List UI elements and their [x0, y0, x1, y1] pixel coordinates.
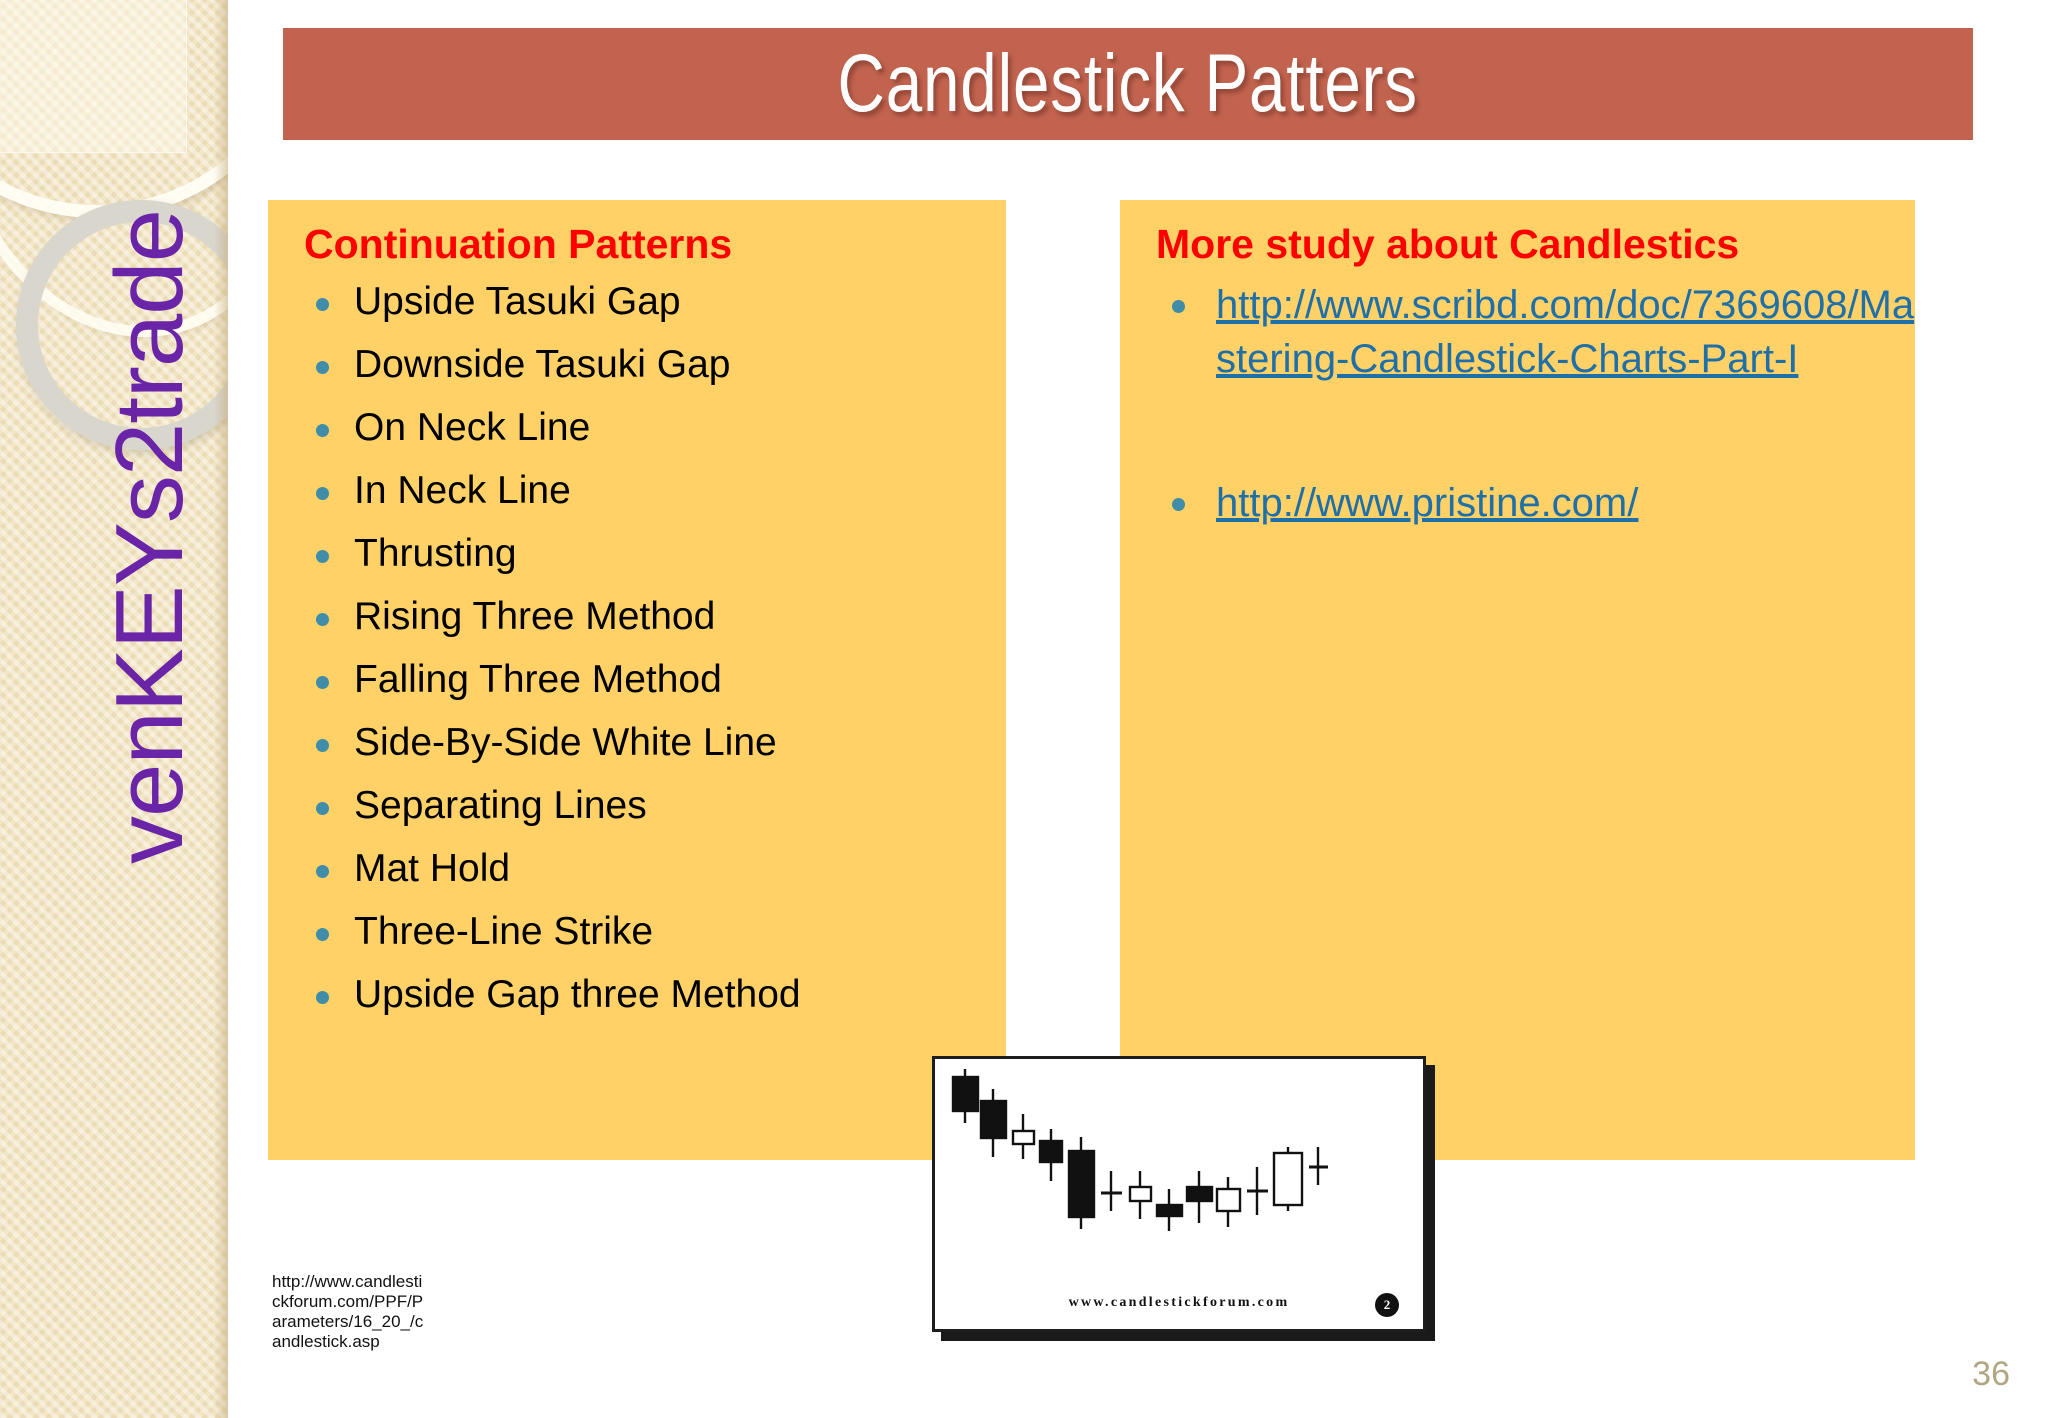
list-item-label: On Neck Line	[354, 406, 591, 449]
bullet-icon	[316, 487, 329, 500]
link-pristine[interactable]: http://www.pristine.com/	[1216, 481, 1639, 525]
bullet-icon	[1172, 498, 1185, 511]
bullet-icon	[316, 928, 329, 941]
list-item-label: Mat Hold	[354, 847, 511, 890]
bullet-icon	[316, 298, 329, 311]
list-item-label: Upside Tasuki Gap	[354, 280, 681, 323]
source-url-text: http://www.candlestickforum.com/PPF/Para…	[272, 1272, 424, 1351]
page-number: 36	[1972, 1355, 2010, 1393]
bullet-icon	[316, 991, 329, 1004]
list-item-label: Thrusting	[354, 532, 517, 575]
bullet-icon	[316, 361, 329, 374]
list-item: Upside Tasuki Gap	[268, 280, 1006, 324]
continuation-patterns-panel: Continuation Patterns Upside Tasuki Gap …	[268, 200, 1006, 1160]
list-item: Thrusting	[268, 532, 1006, 576]
figure-badge: 2	[1375, 1293, 1399, 1317]
bullet-icon	[316, 865, 329, 878]
list-item: Three-Line Strike	[268, 910, 1006, 954]
bullet-icon	[316, 424, 329, 437]
list-item: Mat Hold	[268, 847, 1006, 891]
list-item: Rising Three Method	[268, 595, 1006, 639]
more-study-panel: More study about Candlestics http://www.…	[1120, 200, 1915, 1160]
list-item: Upside Gap three Method	[268, 973, 1006, 1017]
list-item-label: In Neck Line	[354, 469, 571, 512]
list-item-label: Rising Three Method	[354, 595, 716, 638]
list-item: Side-By-Side White Line	[268, 721, 1006, 765]
page-title: Candlestick Patters	[837, 38, 1419, 129]
list-item[interactable]: http://www.scribd.com/doc/7369608/Master…	[1120, 278, 1915, 386]
reference-links-list: http://www.scribd.com/doc/7369608/Master…	[1120, 266, 1915, 530]
list-item: Separating Lines	[268, 784, 1006, 828]
list-item-label: Upside Gap three Method	[354, 973, 801, 1016]
link-spacer	[1120, 386, 1915, 476]
list-item-label: Falling Three Method	[354, 658, 722, 701]
list-item-label: Side-By-Side White Line	[354, 721, 777, 764]
candlestick-chart-image: www.candlestickforum.com 2	[932, 1056, 1426, 1332]
list-item: In Neck Line	[268, 469, 1006, 513]
bullet-icon	[316, 550, 329, 563]
bullet-icon	[316, 739, 329, 752]
bullet-icon	[316, 613, 329, 626]
bullet-icon	[316, 802, 329, 815]
list-item-label: Downside Tasuki Gap	[354, 343, 731, 386]
list-item[interactable]: http://www.pristine.com/	[1120, 476, 1915, 530]
title-banner: Candlestick Patters	[283, 28, 1973, 140]
link-scribd[interactable]: http://www.scribd.com/doc/7369608/Master…	[1216, 283, 1915, 381]
left-panel-heading: Continuation Patterns	[304, 221, 733, 267]
list-item-label: Separating Lines	[354, 784, 647, 827]
list-item-label: Three-Line Strike	[354, 910, 654, 953]
bullet-icon	[1172, 300, 1185, 313]
figure-caption: www.candlestickforum.com	[1068, 1295, 1290, 1310]
list-item: On Neck Line	[268, 406, 1006, 450]
candlestick-chart-svg	[951, 1069, 1328, 1231]
list-item: Falling Three Method	[268, 658, 1006, 702]
right-panel-heading: More study about Candlestics	[1156, 221, 1740, 267]
list-item: Downside Tasuki Gap	[268, 343, 1006, 387]
decorative-sidebar	[0, 0, 228, 1418]
bullet-icon	[316, 676, 329, 689]
continuation-patterns-list: Upside Tasuki Gap Downside Tasuki Gap On…	[268, 266, 1006, 1017]
